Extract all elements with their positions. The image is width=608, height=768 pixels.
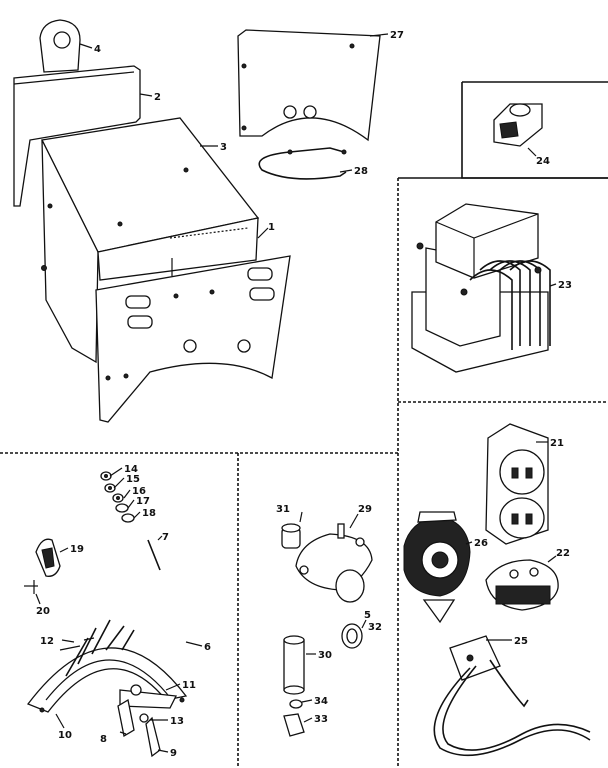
callout-19: 19 [70,544,84,555]
callout-5: 5 [364,610,371,621]
callout-23: 23 [558,280,572,291]
part-34-nut [289,699,303,709]
callout-16: 16 [132,486,146,497]
part-27-side-panel [237,29,381,142]
callout-13: 13 [170,716,184,727]
callout-22: 22 [556,548,570,559]
callout-17: 17 [136,496,150,507]
part-31-bushing [281,523,301,549]
part-20-screw [24,580,38,594]
part-24-block [493,103,543,147]
callout-32: 32 [368,622,382,633]
callout-6: 6 [204,642,211,653]
callout-28: 28 [354,166,368,177]
callout-4: 4 [94,44,101,55]
callout-8: 8 [100,734,107,745]
part-33-clip [283,713,305,737]
callout-labels: 4 2 3 1 27 28 24 23 14 15 16 17 18 7 19 … [36,30,572,759]
callout-18: 18 [142,508,156,519]
callout-26: 26 [474,538,488,549]
callout-11: 11 [182,680,196,691]
callout-12: 12 [40,636,54,647]
callout-27: 27 [390,30,404,41]
part-21-receptacle [485,423,549,545]
callout-21: 21 [550,438,564,449]
leader-lines [35,33,557,753]
callout-14: 14 [124,464,138,475]
callout-34: 34 [314,696,328,707]
part-7-rod [147,539,161,571]
callout-9: 9 [170,748,177,759]
callout-10: 10 [58,730,72,741]
parts-8-9-13-lever [117,698,161,758]
callout-20: 20 [36,606,50,617]
callout-1: 1 [268,222,275,233]
part-32-ring [341,623,363,649]
part-25-cord [433,635,591,757]
part-1-front-panel [95,255,291,423]
callout-3: 3 [220,142,227,153]
part-23-transformer [411,203,551,373]
part-4-bracket [39,19,81,73]
part-28-wire-lead [258,147,347,180]
callout-30: 30 [318,650,332,661]
callout-29: 29 [358,504,372,515]
callout-24: 24 [536,156,550,167]
part-30-cylinder [283,635,305,695]
part-22-switch [485,559,559,611]
callout-33: 33 [314,714,328,725]
part-2-cover-plate [13,65,141,207]
parts-14-18-washers [100,471,135,523]
transformer-coils [469,260,551,350]
part-19-terminal [35,538,61,577]
callout-15: 15 [126,474,140,485]
part-29-socket [295,523,373,603]
callout-7: 7 [162,532,169,543]
callout-25: 25 [514,636,528,647]
part-3-housing [41,117,260,364]
part-26-connector [403,511,471,624]
part-6-switch-assembly [26,619,188,713]
callout-2: 2 [154,92,161,103]
section-dividers [0,81,608,768]
callout-31: 31 [276,504,290,515]
